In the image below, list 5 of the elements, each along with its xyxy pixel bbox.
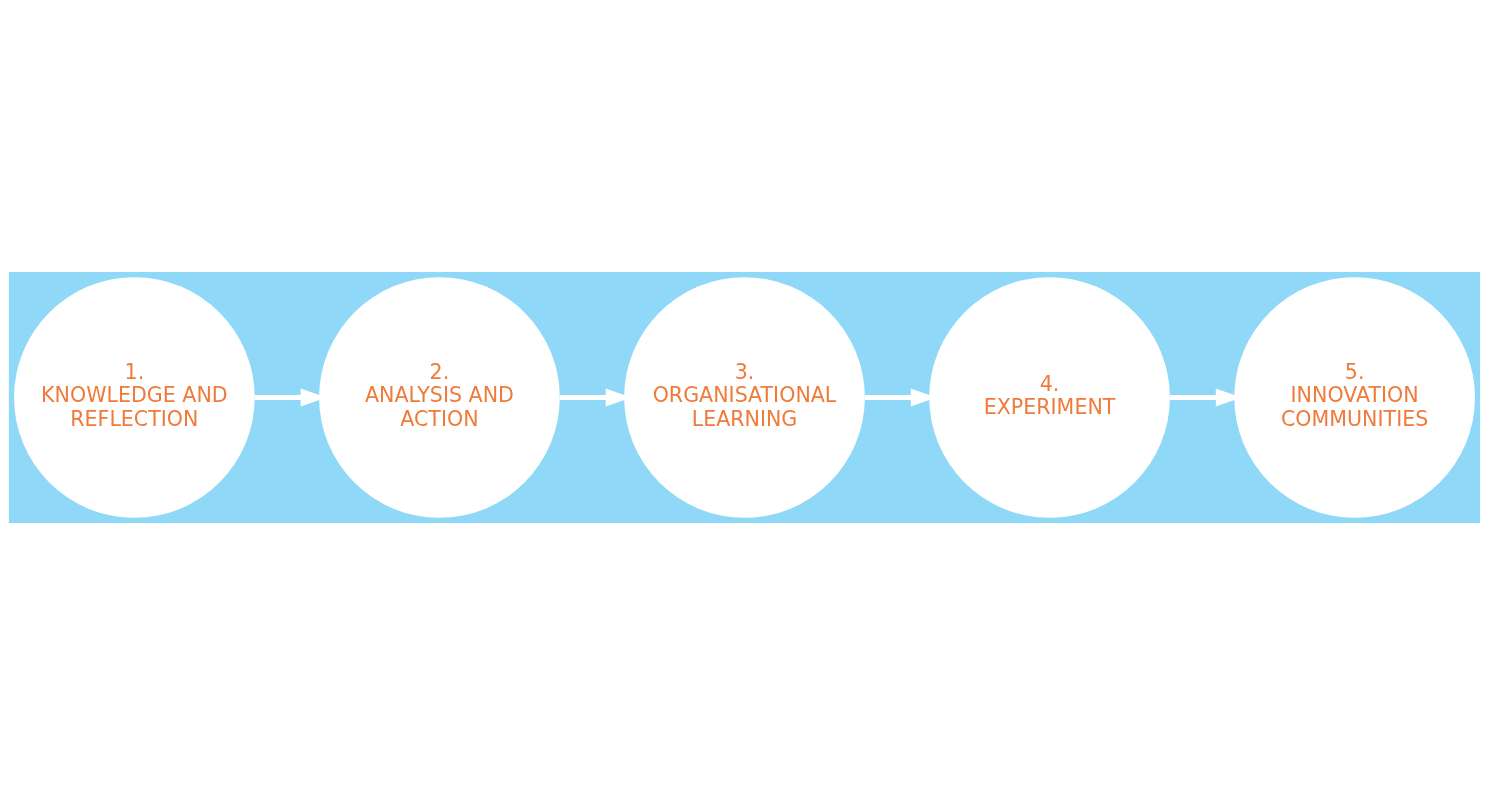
- node-circle: 2. ANALYSIS AND ACTION: [319, 276, 560, 518]
- node-circle: 4. EXPERIMENT: [929, 276, 1170, 518]
- node-circle: 3. ORGANISATIONAL LEARNING: [624, 276, 865, 518]
- node-circle: 1. KNOWLEDGE AND REFLECTION: [14, 276, 255, 518]
- node-circle: 5. INNOVATION COMMUNITIES: [1234, 276, 1475, 518]
